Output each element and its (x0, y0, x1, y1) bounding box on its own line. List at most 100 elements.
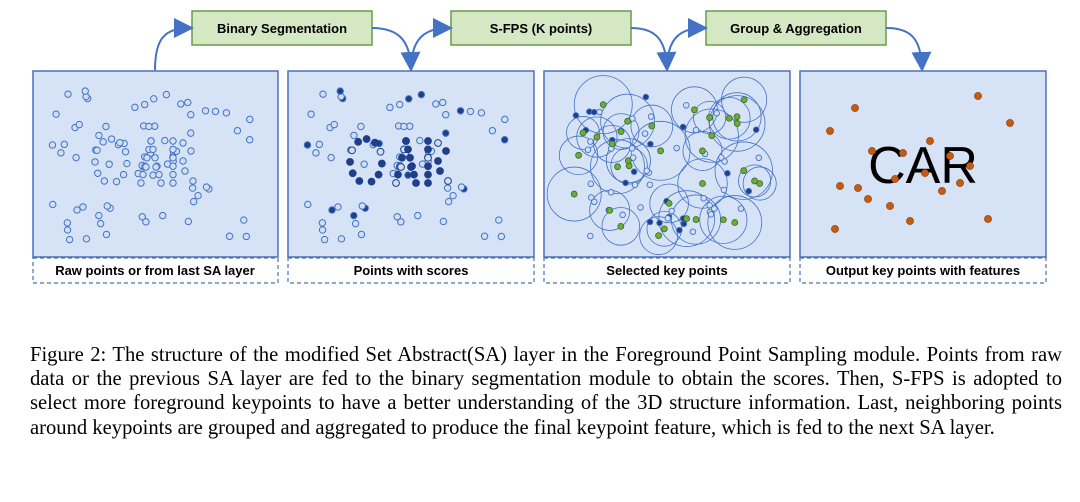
panel-label-boxes (32, 257, 1047, 284)
point (48, 141, 57, 149)
point (587, 194, 595, 201)
point (355, 177, 364, 185)
point (394, 170, 402, 179)
point (642, 93, 650, 101)
key-point (624, 157, 632, 165)
caption-body: The structure of the modified Set Abstra… (30, 344, 1063, 439)
neighborhood-circle (601, 207, 641, 246)
point (393, 213, 401, 221)
neighborhood-circle (721, 76, 768, 123)
neighborhood-circle (742, 166, 777, 201)
point (456, 107, 465, 115)
point (410, 170, 418, 179)
point (386, 103, 394, 112)
point (432, 100, 440, 108)
point (121, 148, 130, 156)
point (169, 179, 177, 187)
output-key-point (926, 137, 934, 145)
point (75, 120, 83, 129)
key-point (683, 215, 691, 223)
point (147, 137, 155, 145)
point (692, 126, 700, 134)
panel-selected-key-points (543, 70, 791, 258)
point (416, 136, 424, 145)
label-box-4 (799, 257, 1047, 284)
output-key-point (906, 217, 914, 225)
point (395, 100, 404, 109)
panel-label: Raw points or from last SA layer (55, 263, 255, 278)
key-point (692, 216, 700, 223)
key-point (691, 106, 698, 114)
point (149, 171, 157, 179)
neighborhood-circle (708, 95, 766, 152)
point (91, 158, 99, 166)
point (370, 138, 379, 147)
point (102, 230, 111, 239)
point (641, 130, 649, 137)
panel-label: Selected key points (606, 263, 727, 278)
point (656, 219, 663, 227)
point (112, 177, 121, 186)
key-point (706, 114, 714, 121)
step-group-aggregation: Group & Aggregation (705, 10, 887, 46)
point (745, 187, 753, 195)
point (406, 153, 414, 162)
key-point (733, 120, 741, 127)
point (319, 90, 327, 98)
point (240, 216, 248, 224)
point (79, 203, 87, 211)
point (457, 183, 466, 191)
point (443, 184, 452, 192)
key-point (733, 113, 741, 121)
point (137, 179, 145, 187)
point (304, 200, 312, 209)
neighborhood-circle (566, 116, 600, 150)
key-point (740, 167, 748, 175)
point (720, 186, 728, 194)
key-point (614, 163, 621, 171)
output-key-point (974, 92, 982, 100)
step-label: S-FPS (K points) (490, 21, 593, 36)
point (149, 145, 157, 154)
point (63, 219, 72, 227)
label-box-3 (543, 257, 791, 284)
output-key-point (831, 225, 839, 233)
point (713, 110, 720, 117)
point (436, 167, 444, 175)
point (590, 108, 598, 116)
point (184, 98, 192, 107)
point (348, 146, 356, 155)
panel-scored-points (287, 70, 535, 258)
point (140, 100, 149, 109)
point (424, 162, 432, 171)
point (162, 90, 171, 99)
key-point (660, 225, 668, 233)
point (105, 160, 113, 168)
point (683, 102, 690, 109)
point (142, 218, 150, 226)
output-points-front (826, 92, 1014, 233)
point (169, 170, 177, 179)
point (587, 232, 594, 240)
point (629, 154, 637, 161)
point (138, 213, 146, 221)
key-point (665, 199, 673, 207)
point (100, 177, 109, 185)
output-key-point (836, 182, 844, 190)
point (434, 157, 442, 165)
point (179, 139, 187, 147)
neighborhood-circle (658, 190, 716, 247)
point (116, 138, 124, 147)
panel-label: Points with scores (354, 263, 469, 278)
point (360, 160, 368, 168)
point (400, 122, 408, 131)
point (402, 137, 410, 145)
point (64, 90, 72, 98)
point (405, 95, 413, 103)
arrow-in-1 (154, 18, 194, 71)
point (82, 235, 91, 243)
point (159, 211, 167, 220)
point (131, 103, 139, 112)
point (334, 203, 342, 211)
point (377, 159, 386, 168)
